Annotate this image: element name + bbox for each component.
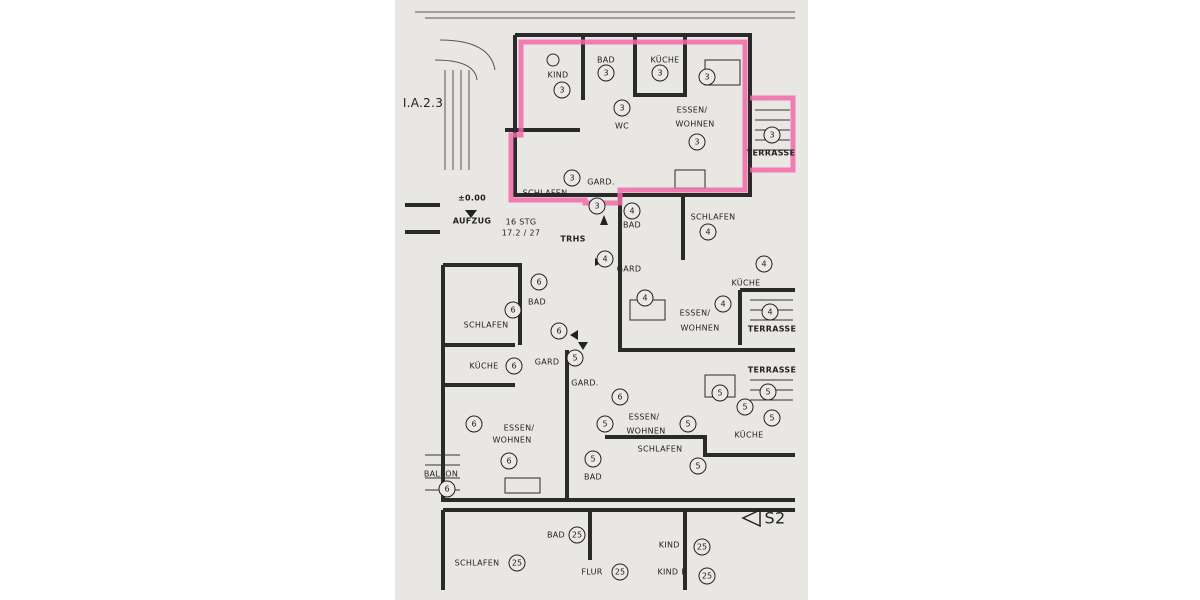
unit-number-marker: 25	[508, 554, 526, 572]
unit-number-marker: 6	[505, 357, 523, 375]
room-label: GARD.	[587, 177, 615, 187]
unit-number-marker: 3	[688, 133, 706, 151]
floor-plan-drawing	[405, 11, 796, 590]
room-label: ESSEN/	[628, 412, 660, 422]
room-label: KÜCHE	[469, 361, 499, 371]
unit-number-marker: 25	[693, 538, 711, 556]
room-label: KIND	[547, 70, 569, 80]
room-label: KIND I	[658, 540, 686, 550]
room-label: ±0.00	[458, 193, 486, 203]
room-label: 16 STG	[505, 217, 537, 227]
unit-number-marker: 6	[438, 480, 456, 498]
room-label: BAD	[596, 55, 616, 65]
unit-number-marker: 3	[588, 197, 606, 215]
unit-number-marker: 4	[714, 295, 732, 313]
unit-number-marker: 3	[613, 99, 631, 117]
room-label: TRHS	[560, 234, 586, 244]
unit-number-marker: 3	[763, 126, 781, 144]
room-label: WC	[614, 121, 630, 131]
highlighted-apartment-outline	[508, 39, 796, 206]
unit-number-marker: 25	[698, 567, 716, 585]
room-label: FLUR	[581, 567, 603, 577]
unit-number-marker: 3	[597, 64, 615, 82]
unit-number-marker: 5	[679, 415, 697, 433]
unit-number-marker: 3	[553, 81, 571, 99]
room-label: ESSEN/	[503, 423, 535, 433]
unit-number-marker: 3	[698, 68, 716, 86]
room-label: TERRASSE	[747, 324, 797, 334]
room-label: KÜCHE	[650, 55, 680, 65]
room-label: ESSEN/	[679, 308, 711, 318]
unit-number-marker: 4	[755, 255, 773, 273]
unit-number-marker: 25	[611, 563, 629, 581]
room-label: TERRASSE	[747, 365, 797, 375]
unit-number-marker: 5	[584, 450, 602, 468]
unit-number-marker: 6	[550, 322, 568, 340]
unit-number-marker: 4	[636, 289, 654, 307]
unit-number-marker: 4	[761, 303, 779, 321]
unit-number-marker: 5	[759, 383, 777, 401]
room-label: I.A.2.3	[402, 96, 444, 110]
room-label: AUFZUG	[452, 216, 492, 226]
unit-number-marker: 3	[651, 64, 669, 82]
room-label: BAD	[527, 297, 547, 307]
unit-number-marker: 6	[530, 273, 548, 291]
unit-number-marker: 6	[465, 415, 483, 433]
room-label: SCHLAFEN	[690, 212, 736, 222]
unit-number-marker: 5	[763, 409, 781, 427]
room-label: S2	[764, 508, 786, 528]
room-label: WOHNEN	[675, 119, 715, 129]
room-label: BAD	[583, 472, 603, 482]
unit-number-marker: 5	[711, 384, 729, 402]
unit-number-marker: 25	[568, 526, 586, 544]
room-label: SCHLAFEN	[637, 444, 683, 454]
unit-number-marker: 4	[699, 223, 717, 241]
floor-plan-sheet	[395, 0, 808, 600]
room-label: GARD	[616, 264, 642, 274]
room-label: GARD.	[571, 378, 599, 388]
room-label: SCHLAFEN	[454, 558, 500, 568]
unit-number-marker: 5	[736, 398, 754, 416]
unit-number-marker: 4	[596, 250, 614, 268]
room-label: WOHNEN	[492, 435, 532, 445]
unit-number-marker: 6	[504, 301, 522, 319]
walls	[405, 33, 795, 590]
unit-number-marker: 5	[596, 415, 614, 433]
room-label: SCHLAFEN	[522, 188, 568, 198]
room-label: KIND II	[657, 567, 687, 577]
unit-number-marker: 5	[689, 457, 707, 475]
room-label: BALKON	[423, 469, 459, 479]
room-label: TERRASSE	[746, 148, 796, 158]
unit-number-marker: 3	[563, 169, 581, 187]
room-label: WOHNEN	[626, 426, 666, 436]
room-label: KÜCHE	[731, 278, 761, 288]
garden-sketch	[415, 11, 795, 170]
room-label: KÜCHE	[734, 430, 764, 440]
unit-number-marker: 4	[623, 202, 641, 220]
room-label: WOHNEN	[680, 323, 720, 333]
room-label: GARD	[534, 357, 560, 367]
room-label: BAD	[546, 530, 566, 540]
room-label: ESSEN/	[676, 105, 708, 115]
unit-number-marker: 6	[500, 452, 518, 470]
room-label: 17.2 / 27	[501, 228, 541, 238]
unit-number-marker: 6	[611, 388, 629, 406]
room-label: SCHLAFEN	[463, 320, 509, 330]
unit-number-marker: 5	[566, 349, 584, 367]
room-label: BAD	[622, 220, 642, 230]
